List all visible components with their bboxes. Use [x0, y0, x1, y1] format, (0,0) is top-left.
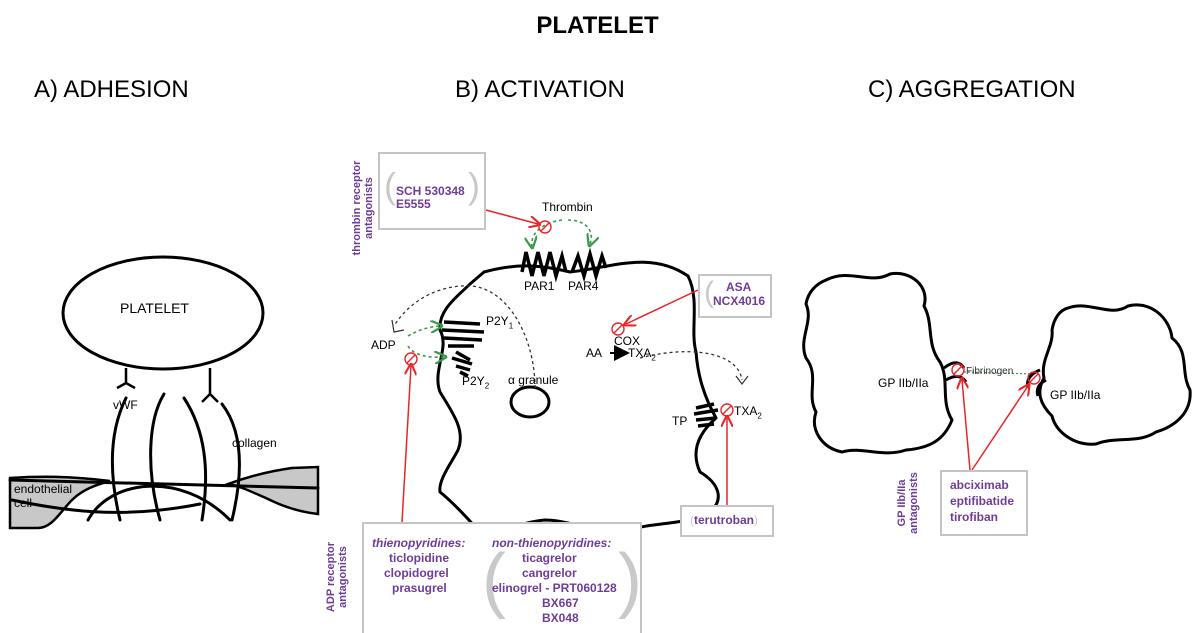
par1-label: PAR1	[524, 279, 555, 293]
drug-tirofiban: tirofiban	[950, 510, 998, 524]
inhibit-symbol-adp	[404, 352, 418, 366]
inhibit-symbol-cox	[611, 322, 625, 336]
inhibit-symbol-gp-left	[951, 363, 965, 377]
vwf-receptor-left	[116, 368, 136, 390]
adp-to-p2y1-arrow	[407, 326, 440, 337]
cox-label: COX	[614, 334, 641, 348]
par4-receptor	[570, 247, 608, 283]
tp-label: TP	[672, 414, 688, 428]
fibrinogen-bridge	[963, 371, 1033, 375]
txa2-ligand-label: TXA2	[734, 404, 762, 421]
inhibit-symbol-gp-right	[1027, 371, 1041, 385]
adhesion-platelet-shape	[61, 255, 265, 371]
drug-abciximab: abciximab	[950, 478, 1009, 492]
adp-antagonist-box: thienopyridines: ticlopidine clopidogrel…	[362, 522, 642, 633]
terutroban-box: (terutroban)	[680, 505, 774, 537]
drug-bx048: BX048	[542, 611, 579, 625]
vwf-receptor-right	[201, 368, 219, 403]
collagen-fibers	[8, 392, 320, 522]
endothelial-label: endothelial	[14, 482, 73, 496]
drug-bx667: BX667	[542, 596, 579, 610]
adp-inhibitor-line	[401, 366, 411, 523]
drug-ticlopidine: ticlopidine	[389, 551, 449, 565]
drug-cangrelor: cangrelor	[522, 566, 577, 580]
thienopyridines-heading: thienopyridines:	[372, 536, 466, 550]
paren-right: )	[468, 165, 480, 206]
collagen-label: collagen	[232, 436, 277, 450]
adp-label: ADP	[371, 338, 396, 352]
p2y12-receptor	[451, 350, 473, 378]
drug-clopidogrel: clopidogrel	[384, 566, 449, 580]
panel-title-aggregation: C) AGGREGATION	[868, 76, 1076, 103]
asa-inhibitor-line	[626, 289, 699, 324]
p2y1-label: P2Y1	[486, 314, 514, 331]
paren-right: )	[618, 540, 642, 620]
panel-title-adhesion: A) ADHESION	[34, 76, 189, 103]
activation-platelet-membrane	[436, 260, 720, 533]
gp-inhibitor-line-left	[962, 380, 971, 471]
par4-label: PAR4	[568, 279, 599, 293]
gp-label-left: GP IIb/IIa	[878, 376, 929, 390]
endothelial-cell-right	[223, 465, 320, 516]
drug-asa: ASA	[726, 280, 752, 294]
gp-label-right: GP IIb/IIa	[1050, 388, 1101, 402]
asa-box: ( ASA NCX4016	[698, 274, 772, 318]
drug-e5555: E5555	[396, 197, 431, 211]
txa2-release-arrowhead	[735, 375, 749, 385]
drug-ncx4016: NCX4016	[713, 294, 766, 308]
drug-elinogrel: elinogrel - PRT060128	[492, 581, 617, 595]
aggregation-platelet-left	[802, 271, 954, 455]
alpha-granule-shape	[509, 385, 551, 419]
aa-label: AA	[586, 346, 603, 360]
drug-prasugrel: prasugrel	[392, 581, 447, 595]
thrombin-label: Thrombin	[542, 200, 593, 214]
thrombin-antagonist-box: ( ) SCH 530348 E5555	[378, 152, 486, 230]
adp-to-p2y12-arrow	[407, 345, 444, 357]
alpha-granule-label: α granule	[508, 373, 559, 387]
par1-receptor	[520, 249, 568, 283]
vwf-label: vWF	[113, 398, 138, 412]
inhibit-symbol-thrombin	[538, 220, 552, 234]
p2y1-receptor	[441, 320, 485, 348]
nonthienopyridines-heading: non-thienopyridines:	[492, 536, 612, 550]
gp-antagonist-box: abciximab eptifibatide tirofiban	[940, 470, 1028, 536]
panel-title-activation: B) ACTIVATION	[455, 76, 625, 103]
endothelial-cell-label: cell	[14, 496, 33, 510]
drug-eptifibatide: eptifibatide	[950, 494, 1015, 508]
aggregation-platelet-right	[1038, 303, 1192, 446]
drug-terutroban: (terutroban)	[690, 513, 758, 527]
fibrinogen-label: Fibrinogen	[966, 366, 1014, 377]
adhesion-platelet-label: PLATELET	[120, 300, 189, 316]
paren-left: (	[704, 276, 714, 309]
granule-release-arrowhead	[391, 319, 405, 333]
tp-receptor	[693, 402, 719, 428]
thrombin-inhibitor-line	[485, 209, 538, 224]
thrombin-to-par4-arrow	[567, 219, 591, 244]
p2y12-label: P2Y2	[462, 374, 490, 391]
inhibit-symbol-tp	[720, 403, 734, 417]
gp-inhibitor-line-right	[971, 386, 1028, 471]
txa2-product-label: TXA2	[628, 346, 656, 363]
paren-left: (	[482, 540, 506, 620]
drug-sch530348: SCH 530348	[396, 184, 465, 198]
txa2-release-arrow	[639, 351, 743, 381]
endothelial-cell-left	[8, 475, 111, 530]
figure-title: PLATELET	[536, 12, 659, 39]
paren-left: (	[384, 165, 396, 206]
drug-ticagrelor: ticagrelor	[522, 551, 577, 565]
